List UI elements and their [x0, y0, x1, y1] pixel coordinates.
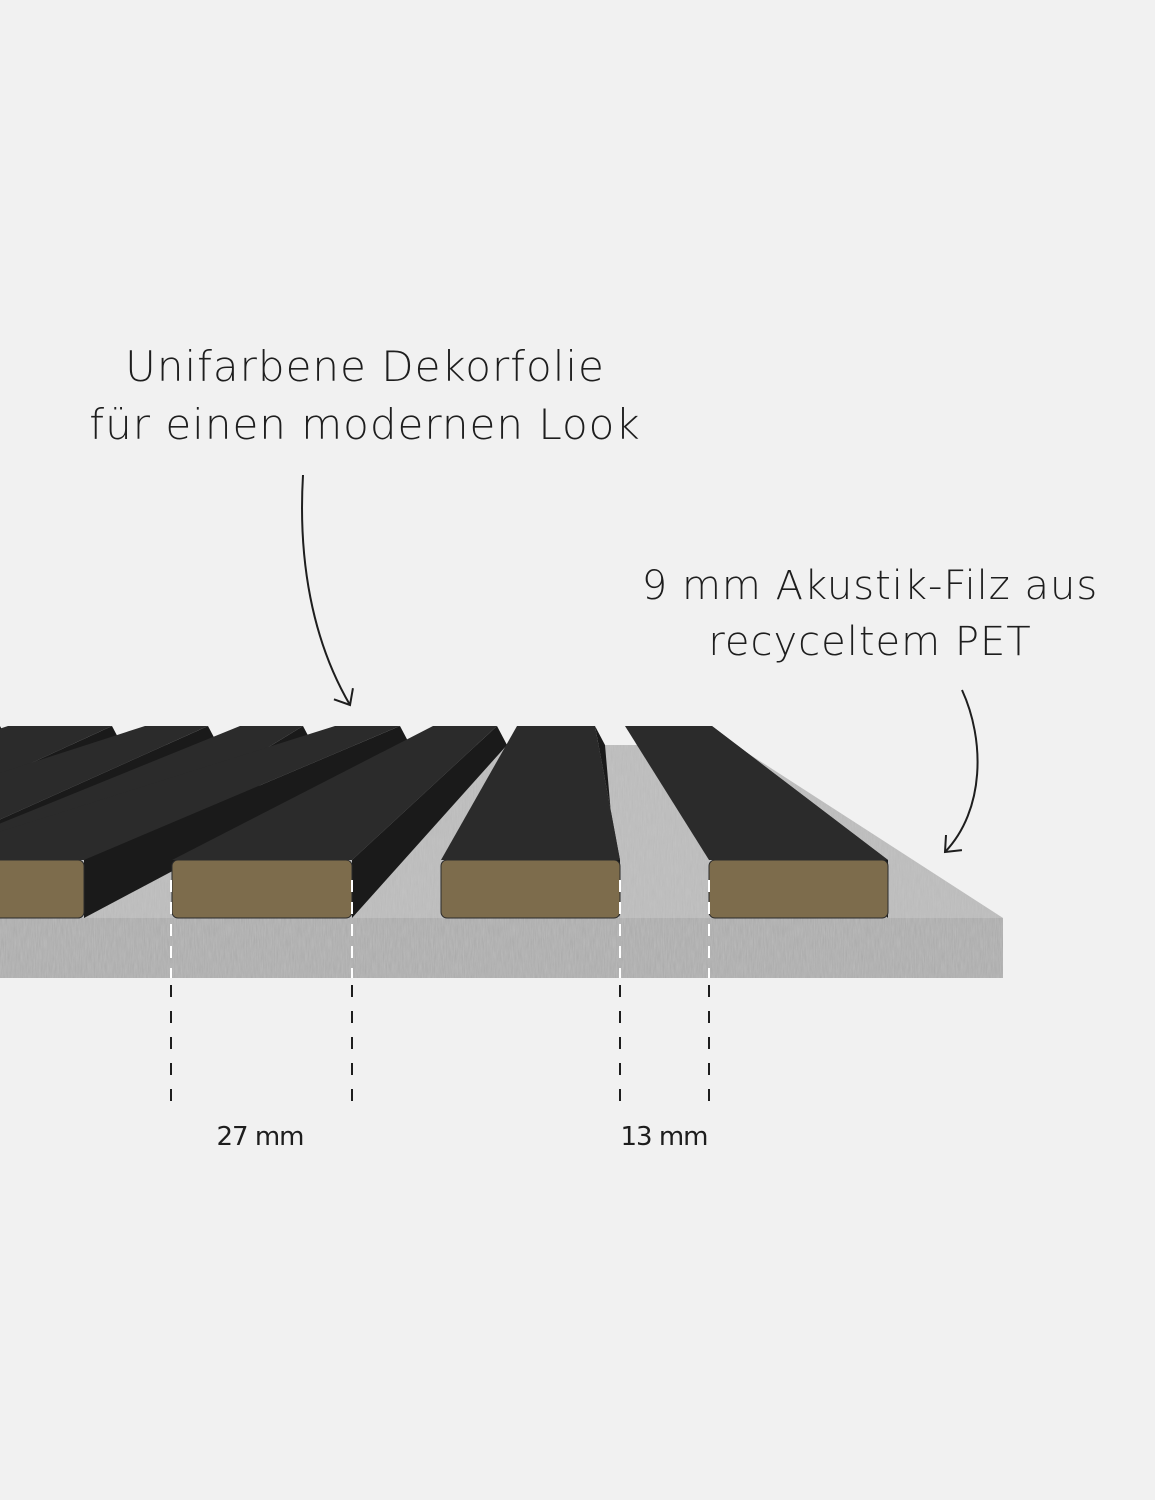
- felt-annotation: 9 mm Akustik-Filz aus recyceltem PET: [620, 558, 1120, 670]
- slat-core-face: [440, 859, 621, 919]
- slat-top: [441, 726, 620, 860]
- slat-core-face: [708, 859, 889, 919]
- decor-line-2: für einen modernen Look: [89, 400, 641, 449]
- slat-top: [625, 726, 888, 860]
- slat-width-label: 27 mm: [216, 1122, 304, 1152]
- slat-side: [352, 726, 507, 918]
- felt-line-1: 9 mm Akustik-Filz aus: [641, 563, 1099, 609]
- decor-arrow-icon: [301, 474, 354, 707]
- gap-width-label: 13 mm: [620, 1122, 708, 1152]
- slat-top: [0, 726, 112, 778]
- decor-line-1: Unifarbene Dekorfolie: [125, 342, 605, 391]
- slat-core-face: [171, 859, 353, 919]
- decor-foil-annotation: Unifarbene Dekorfolie für einen modernen…: [60, 338, 670, 454]
- felt-arrow-icon: [943, 689, 979, 854]
- measure-lines: [170, 880, 710, 1110]
- slat: [440, 726, 621, 919]
- slat-top: [0, 726, 208, 820]
- slat: [625, 726, 889, 919]
- slat: [171, 726, 507, 919]
- slats: [0, 726, 889, 919]
- slat-top: [0, 726, 400, 860]
- slat-core-face: [0, 859, 85, 919]
- felt-line-2: recyceltem PET: [708, 619, 1032, 665]
- slat-top: [172, 726, 497, 860]
